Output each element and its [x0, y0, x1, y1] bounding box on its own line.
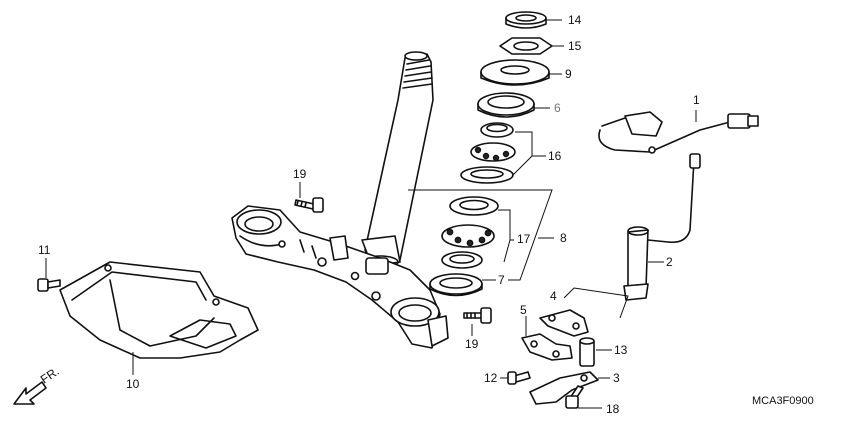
steering-stem	[361, 51, 434, 269]
callout-1: 1	[693, 93, 700, 107]
callout-14: 14	[568, 13, 582, 27]
callout-8: 8	[560, 231, 567, 245]
lower-bearing-17	[441, 196, 499, 269]
callout-19-lower: 19	[465, 337, 479, 351]
callout-15: 15	[568, 39, 582, 53]
leader-lines	[45, 19, 697, 409]
bolt-11	[37, 278, 61, 292]
bolt-18	[565, 385, 584, 409]
clamp-5	[521, 333, 573, 361]
callout-19-upper: 19	[293, 167, 307, 181]
callout-6: 6	[554, 101, 561, 115]
diagram-code: MCA3F0900	[752, 395, 814, 407]
callout-2: 2	[666, 255, 673, 269]
callout-11: 11	[38, 243, 51, 257]
guard-10	[59, 261, 259, 359]
callout-12: 12	[484, 371, 498, 385]
bracket-4	[539, 309, 589, 337]
upper-bearing-16	[460, 122, 516, 184]
bolt-19-lower	[463, 307, 492, 324]
sensor-harness-1	[598, 111, 759, 154]
callout-4: 4	[550, 289, 557, 303]
front-arrow-icon	[13, 381, 47, 405]
front-direction-indicator: FR.	[13, 364, 62, 405]
callouts: 14 15 9 6 16 17 8 7 1 2 4 5 13 3 12 18 1…	[38, 13, 700, 416]
callout-13: 13	[614, 343, 628, 357]
collar-13	[579, 337, 595, 367]
callout-7: 7	[498, 273, 505, 287]
callout-5: 5	[520, 303, 527, 317]
bottom-bridge	[231, 205, 449, 349]
lock-washer-15	[499, 37, 553, 55]
dust-seal-7	[429, 273, 483, 297]
adjusting-nut-9	[480, 59, 550, 86]
callout-17: 17	[517, 232, 531, 246]
callout-9: 9	[565, 67, 572, 81]
bracket-3	[529, 371, 599, 405]
sensor-2	[623, 153, 701, 301]
bolt-19-upper	[294, 197, 324, 213]
callout-18: 18	[606, 402, 620, 416]
callout-3: 3	[613, 371, 620, 385]
lock-nut-14	[505, 11, 547, 29]
callout-10: 10	[126, 377, 140, 391]
callout-16: 16	[548, 149, 562, 163]
bolt-12	[507, 371, 531, 385]
dust-seal-6	[477, 92, 535, 118]
